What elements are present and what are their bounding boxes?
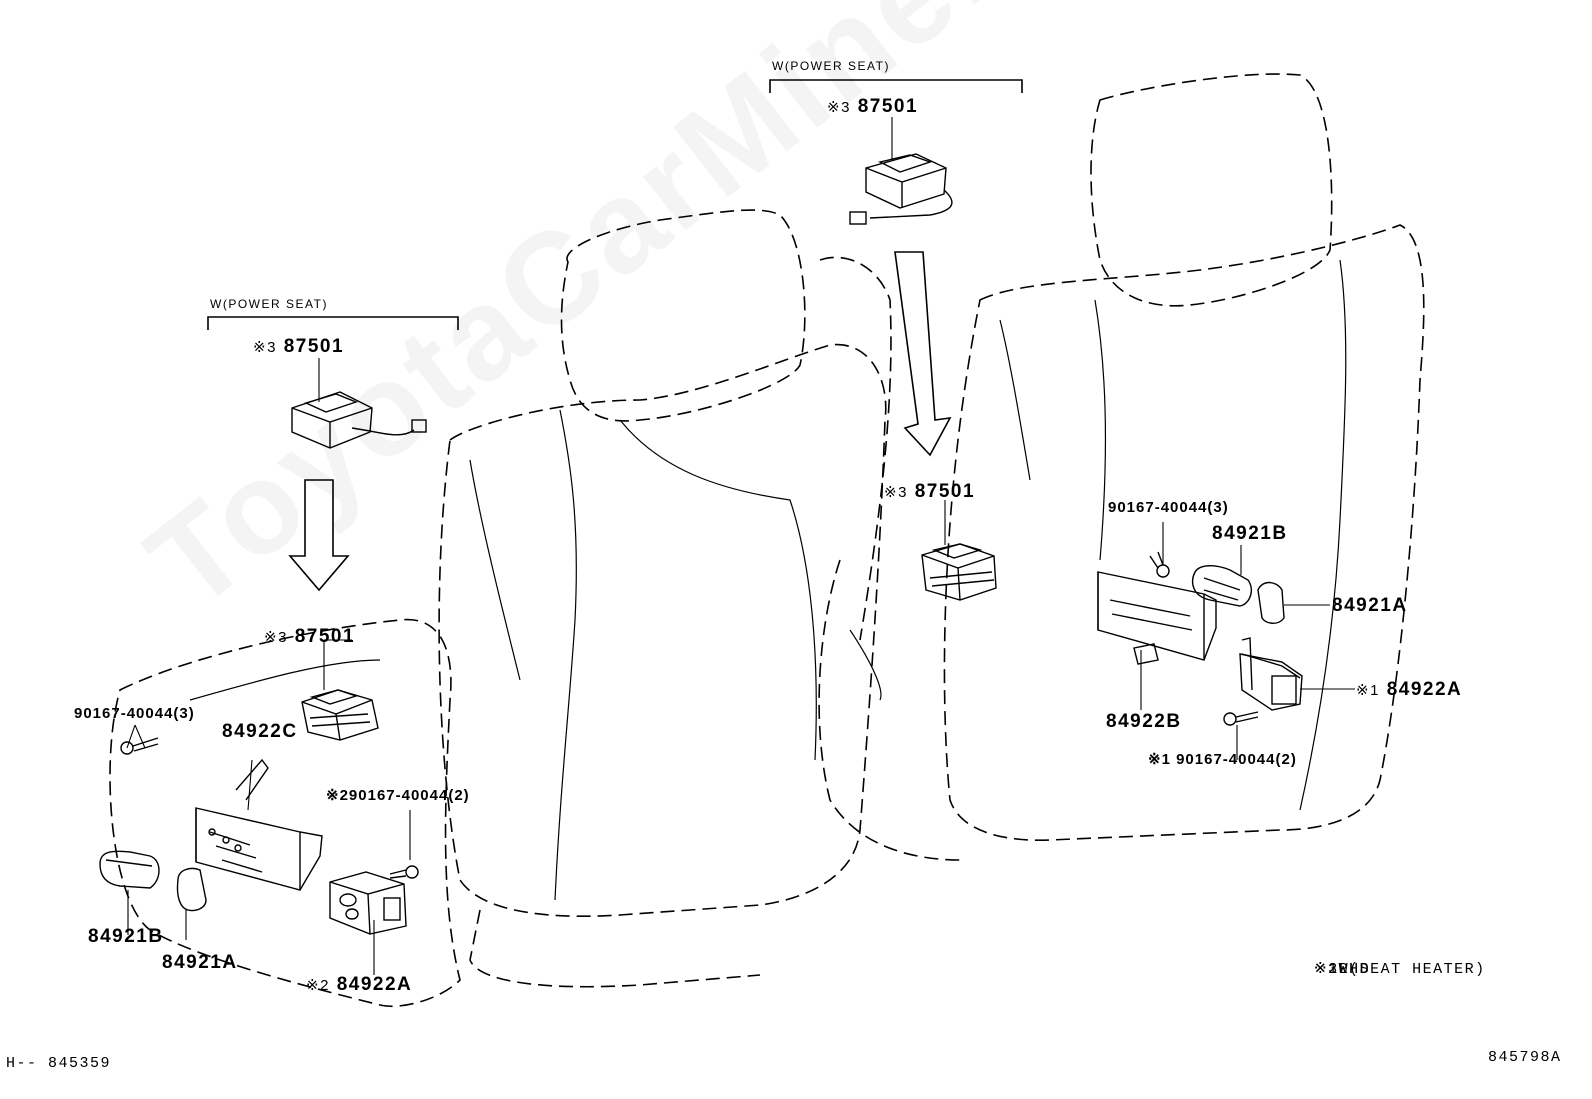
left-mid-callout-part: 87501 [294, 626, 356, 647]
label-right-84922A-part: 84922A [1386, 679, 1463, 700]
left-screw-upper [120, 737, 159, 755]
footer-left-code: H-- 845359 [6, 1055, 112, 1072]
leader-lines [126, 117, 1355, 975]
left-heater-module-top [291, 391, 427, 449]
right-switch-84922A [1239, 637, 1303, 711]
left-seat-solid [189, 409, 817, 901]
left-down-arrow [288, 479, 350, 592]
label-right-84921B: 84921B [1212, 523, 1288, 544]
left-header-bracket [207, 316, 459, 330]
left-top-callout-part: 87501 [283, 336, 345, 357]
footer-right-code: 845798A [1488, 1049, 1562, 1066]
right-screw-upper [1149, 551, 1170, 578]
right-cushion [818, 559, 961, 861]
label-left-84921B: 84921B [88, 926, 164, 947]
left-knob-84921B [99, 850, 160, 889]
right-mid-callout-part: 87501 [914, 481, 976, 502]
left-knob-84921A [176, 867, 207, 912]
legend-mark: ※2 [1314, 961, 1339, 978]
right-seatback [943, 224, 1425, 842]
left-mid-callout-mark: ※3 [264, 629, 288, 646]
left-top-callout: ※3 87501 [253, 337, 344, 356]
left-switch-bracket [195, 758, 323, 891]
right-mid-callout: ※3 87501 [884, 482, 975, 501]
label-right-84922B: 84922B [1106, 711, 1182, 732]
left-heater-module-mid [301, 689, 379, 741]
right-mid-callout-mark: ※3 [884, 484, 908, 501]
right-heater-module-mid [921, 543, 997, 601]
left-screw-lower [389, 865, 419, 879]
right-top-callout: ※3 87501 [827, 97, 918, 116]
left-headrest [560, 209, 806, 422]
right-top-callout-part: 87501 [857, 96, 919, 117]
left-seat-inner [469, 909, 761, 988]
label-left-screw-lhd: ※290167-40044(2) [326, 787, 470, 804]
right-screw-lower [1223, 711, 1259, 726]
right-down-arrow [894, 251, 952, 457]
right-power-seat-header: W(POWER SEAT) [772, 59, 890, 73]
legend-item-seat-heater: ※3W(SEAT HEATER) [1314, 962, 1486, 977]
label-84922C: 84922C [222, 721, 298, 742]
legend-item-lhd: ※2LHD [1314, 962, 1370, 977]
left-seat-outline [109, 209, 887, 1008]
left-switch-84922A [329, 871, 407, 935]
legend-text: RHD [1338, 961, 1371, 978]
label-left-84922A-mark: ※2 [306, 977, 330, 994]
right-seat-outline [818, 73, 1425, 861]
right-knob-84921B [1192, 565, 1252, 607]
legend-text: LHD [1338, 961, 1371, 978]
label-right-screw-rhd: ※1 90167-40044(2) [1148, 751, 1297, 768]
label-right-84922A: ※1 84922A [1356, 680, 1462, 699]
label-right-84922A-mark: ※1 [1356, 682, 1380, 699]
left-power-seat-header: W(POWER SEAT) [210, 297, 328, 311]
left-mid-callout: ※3 87501 [264, 627, 355, 646]
right-seat-solid [849, 259, 1347, 811]
right-headrest [1090, 73, 1333, 307]
legend-item-rhd: ※1RHD [1314, 962, 1370, 977]
legend-text: W(SEAT HEATER) [1338, 961, 1486, 978]
left-top-callout-mark: ※3 [253, 339, 277, 356]
legend-mark: ※3 [1314, 961, 1339, 978]
right-top-callout-mark: ※3 [827, 99, 851, 116]
right-switch-bracket [1097, 571, 1217, 665]
left-seatback [438, 343, 887, 918]
label-right-84921A: 84921A [1332, 595, 1408, 616]
right-knob-84921A [1257, 581, 1285, 624]
label-left-84922A-part: 84922A [336, 974, 413, 995]
label-right-screw: 90167-40044(3) [1108, 499, 1229, 516]
label-left-84922A: ※2 84922A [306, 975, 412, 994]
label-left-84921A: 84921A [162, 952, 238, 973]
right-heater-module-top [849, 153, 953, 225]
label-left-screw: 90167-40044(3) [74, 705, 195, 722]
legend-mark: ※1 [1314, 961, 1339, 978]
left-cushion [109, 618, 461, 1008]
right-header-bracket [769, 79, 1023, 93]
